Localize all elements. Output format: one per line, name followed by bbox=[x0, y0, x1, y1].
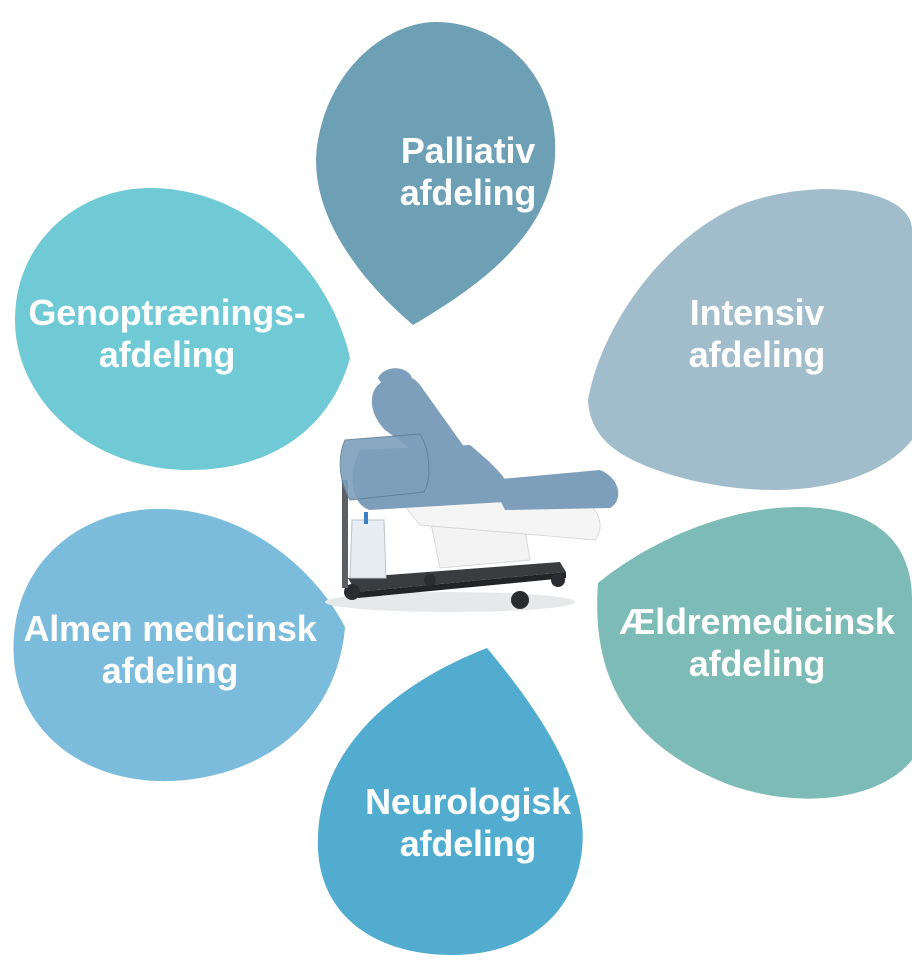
label-genoptraenings: Genoptrænings- afdeling bbox=[28, 292, 305, 376]
label-almen-medicinsk-line2: afdeling bbox=[101, 650, 239, 691]
petal-palliativ bbox=[316, 22, 556, 325]
petal-neurologisk bbox=[317, 648, 583, 955]
petal-almen-medicinsk bbox=[13, 508, 346, 782]
petal-genoptraenings bbox=[15, 188, 350, 470]
label-palliativ: Palliativ afdeling bbox=[399, 130, 537, 214]
label-aeldremedicinsk: Ældremedicinsk afdeling bbox=[619, 601, 895, 685]
label-neurologisk-line1: Neurologisk bbox=[365, 781, 571, 822]
label-aeldremedicinsk-line2: afdeling bbox=[688, 643, 826, 684]
label-aeldremedicinsk-line1: Ældremedicinsk bbox=[619, 601, 895, 642]
label-intensiv-line2: afdeling bbox=[688, 334, 826, 375]
label-almen-medicinsk-line1: Almen medicinsk bbox=[23, 608, 317, 649]
recliner-chair-illustration bbox=[325, 368, 619, 612]
label-genoptraenings-line1: Genoptrænings- bbox=[28, 292, 306, 333]
label-neurologisk-line2: afdeling bbox=[399, 823, 537, 864]
label-genoptraenings-line2: afdeling bbox=[98, 334, 236, 375]
label-intensiv: Intensiv afdeling bbox=[688, 292, 826, 376]
petal-intensiv bbox=[588, 189, 912, 491]
label-palliativ-line2: afdeling bbox=[399, 172, 537, 213]
label-almen-medicinsk: Almen medicinsk afdeling bbox=[23, 608, 316, 692]
label-intensiv-line1: Intensiv bbox=[689, 292, 825, 333]
label-palliativ-line1: Palliativ bbox=[400, 130, 536, 171]
petal-aeldremedicinsk bbox=[597, 506, 912, 799]
label-neurologisk: Neurologisk afdeling bbox=[365, 781, 571, 865]
